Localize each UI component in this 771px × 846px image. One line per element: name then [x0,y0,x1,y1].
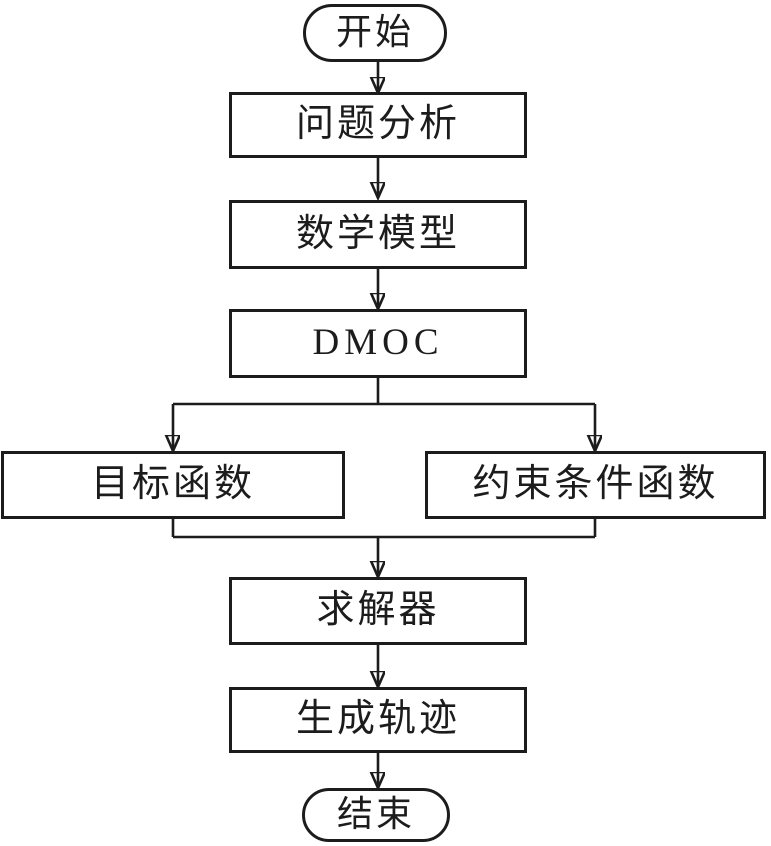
node-solver-label: 求解器 [316,589,440,631]
node-constraint-function: 约束条件函数 [425,451,766,519]
node-objective-function: 目标函数 [1,451,345,519]
node-end: 结束 [302,788,450,842]
node-solver: 求解器 [229,577,527,645]
node-problem-analysis-label: 问题分析 [295,103,460,145]
node-end-label: 结束 [336,794,415,834]
node-problem-analysis: 问题分析 [229,92,527,158]
node-objective-function-label: 目标函数 [90,463,255,505]
node-generate-trajectory: 生成轨迹 [229,687,527,753]
node-start: 开始 [303,4,447,62]
node-math-model-label: 数学模型 [295,212,460,255]
node-math-model: 数学模型 [229,200,527,269]
node-start-label: 开始 [335,12,414,52]
node-constraint-function-label: 约束条件函数 [472,463,719,505]
node-dmoc: DMOC [229,309,527,378]
connector-rails [171,377,597,539]
node-generate-trajectory-label: 生成轨迹 [295,698,460,740]
node-dmoc-label: DMOC [312,322,444,363]
